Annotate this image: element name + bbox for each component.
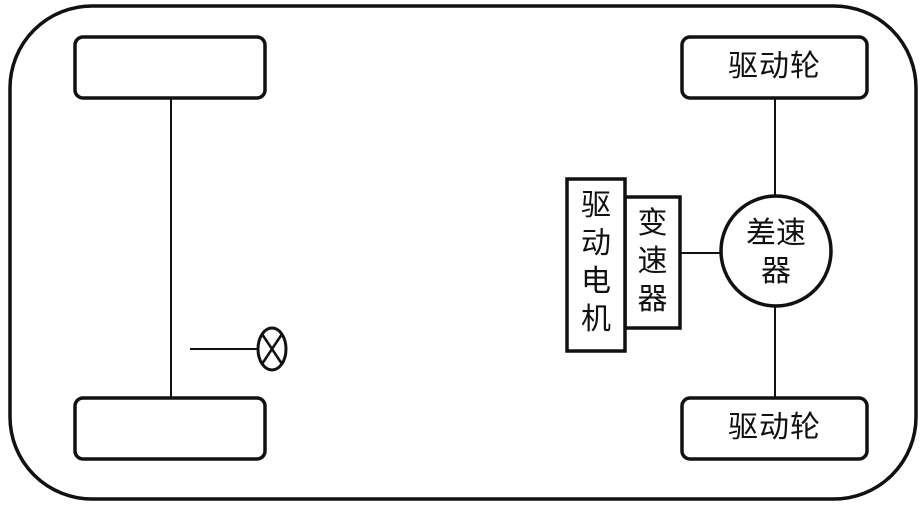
drive-motor-char: 驱 bbox=[581, 188, 611, 223]
rear-left-wheel-box bbox=[73, 396, 267, 461]
differential-circle bbox=[719, 194, 833, 308]
vehicle-body-outline bbox=[8, 4, 918, 501]
lamp-crossed-circle-icon bbox=[256, 326, 288, 372]
rear-right-wheel-label: 驱动轮 bbox=[728, 410, 821, 445]
drive-motor-label: 驱 动 电 机 bbox=[567, 187, 625, 339]
differential-label: 差速 器 bbox=[721, 215, 831, 291]
transmission-box bbox=[623, 195, 682, 330]
front-left-wheel-box bbox=[73, 35, 267, 100]
drive-motor-box bbox=[565, 177, 627, 353]
transmission-char: 器 bbox=[637, 282, 668, 317]
drive-motor-char: 机 bbox=[581, 302, 611, 337]
differential-label-line2: 器 bbox=[761, 254, 791, 289]
differential-label-line1: 差速 bbox=[746, 216, 806, 251]
rear-right-drive-wheel-box bbox=[680, 396, 869, 461]
drive-motor-char: 动 bbox=[581, 226, 611, 261]
transmission-char: 变 bbox=[637, 206, 668, 241]
front-right-drive-wheel-box bbox=[680, 35, 869, 100]
front-right-wheel-label: 驱动轮 bbox=[728, 49, 821, 84]
drive-motor-char: 电 bbox=[581, 264, 611, 299]
transmission-label: 变 速 器 bbox=[625, 205, 680, 319]
transmission-char: 速 bbox=[637, 244, 668, 279]
